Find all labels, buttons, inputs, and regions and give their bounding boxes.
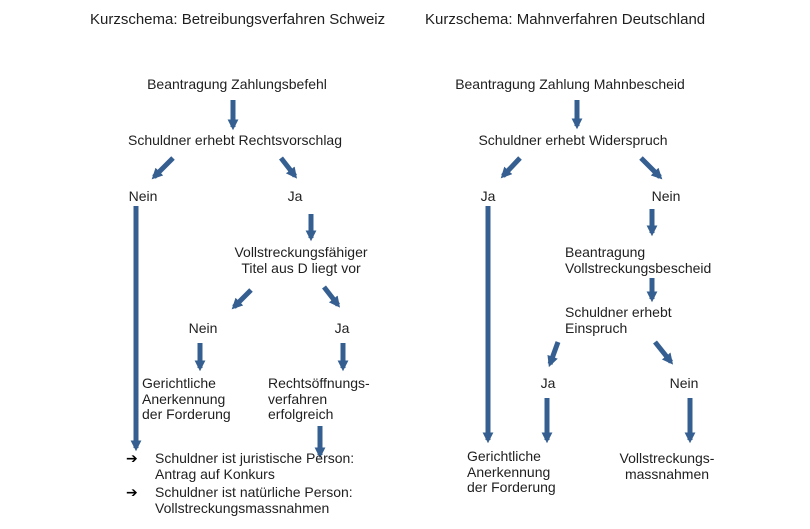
left-label-ja-1: Ja [287,188,303,204]
left-node-decision-rechtsvorschlag: Schuldner erhebt Rechtsvorschlag [127,132,343,148]
right-label-nein-2: Nein [669,375,699,391]
bullet-item-natuerliche-person: ➔ Schuldner ist natürliche Person: Volls… [126,484,354,516]
left-node-rechtsoeffnung: Rechtsöffnungs- verfahren erfolgreich [268,375,370,422]
r-arrow-widerspruch-to-nein-icon [639,156,663,180]
right-label-ja-2: Ja [540,375,556,391]
left-node-decision-titel: Vollstreckungsfähiger Titel aus D liegt … [234,244,368,276]
right-node-start: Beantragung Zahlung Mahnbescheid [455,76,685,92]
right-node-gerichtliche-anerkennung: Gerichtliche Anerkennung der Forderung [467,448,556,495]
right-node-decision-einspruch: Schuldner erhebt Einspruch [565,304,672,336]
bullet-item-juristische-person: ➔ Schuldner ist juristische Person: Antr… [126,450,354,482]
l-arrow-rechtsvorschlag-to-nein-icon [151,156,175,180]
bullet-arrow-icon: ➔ [126,484,138,500]
l-arrow-rechtsvorschlag-to-ja-icon [279,156,298,179]
right-node-decision-widerspruch: Schuldner erhebt Widerspruch [478,132,668,148]
right-label-nein-1: Nein [651,188,681,204]
l-arrow-titel-to-nein-icon [231,288,253,310]
r-arrow-einspruch-to-ja-icon [547,341,561,368]
r-arrow-einspruch-to-nein-icon [653,340,674,365]
left-outcome-bullet-list: ➔ Schuldner ist juristische Person: Antr… [126,450,354,518]
bullet-arrow-icon: ➔ [126,450,138,466]
bullet-text-juristische-person: Schuldner ist juristische Person: Antrag… [155,450,355,482]
right-node-vollstreckungsmassnahmen: Vollstreckungs- massnahmen [619,450,715,482]
right-label-ja-1: Ja [480,188,496,204]
l-arrow-titel-to-ja-icon [322,285,341,308]
left-label-ja-2: Ja [334,320,350,336]
left-chart-title: Kurzschema: Betreibungsverfahren Schweiz [90,11,386,28]
r-arrow-widerspruch-to-ja-icon [500,156,522,179]
left-node-gerichtliche-anerkennung: Gerichtliche Anerkennung der Forderung [142,375,231,422]
left-label-nein-1: Nein [128,188,158,204]
left-label-nein-2: Nein [188,320,218,336]
left-node-start: Beantragung Zahlungsbefehl [147,76,327,92]
right-chart-title: Kurzschema: Mahnverfahren Deutschland [425,11,706,28]
bullet-text-natuerliche-person: Schuldner ist natürliche Person: Vollstr… [155,484,353,516]
right-node-beantragung-vollstreckungsbescheid: Beantragung Vollstreckungsbescheid [565,244,712,276]
